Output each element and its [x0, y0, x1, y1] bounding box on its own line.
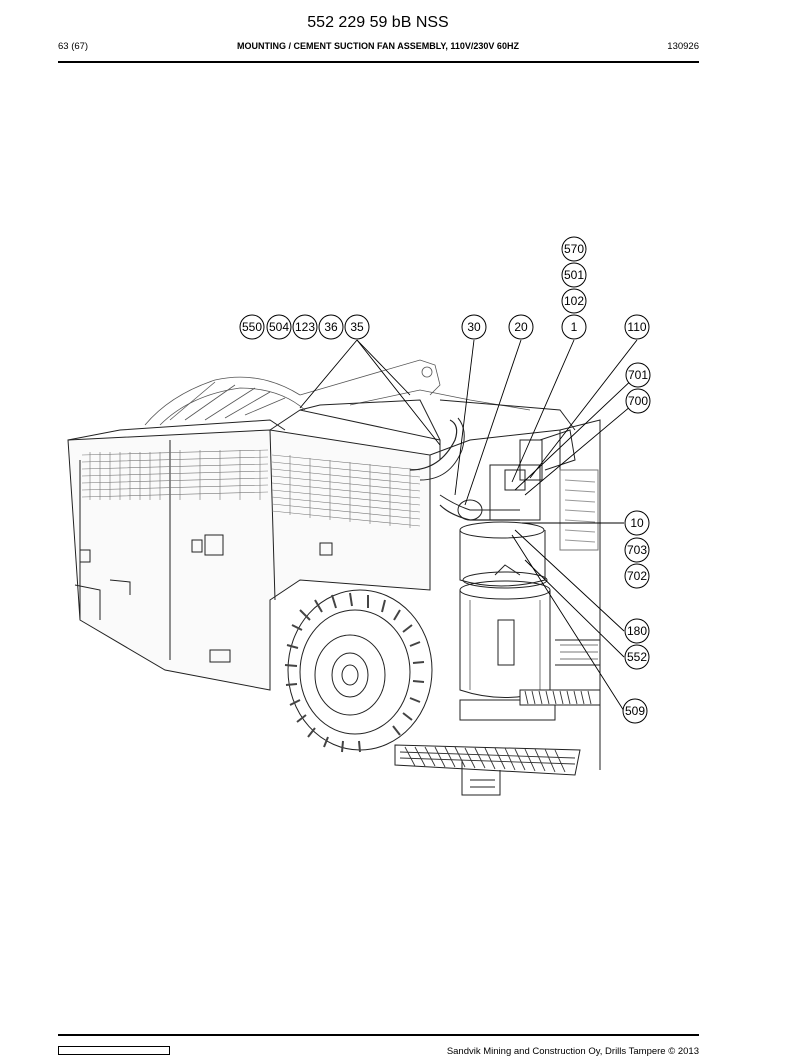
callout-501-circle [561, 262, 587, 288]
page-title: MOUNTING / CEMENT SUCTION FAN ASSEMBLY, … [237, 41, 519, 51]
callout-550: 550 [242, 320, 262, 334]
callout-20-circle [508, 314, 534, 340]
callout-123-circle [292, 314, 318, 340]
access-steps [394, 639, 601, 796]
callouts [239, 236, 651, 724]
callout-123: 123 [295, 320, 315, 334]
callout-702: 702 [627, 569, 647, 583]
machine-body [67, 399, 441, 691]
suction-fan-assembly [409, 417, 576, 721]
callout-102: 102 [564, 294, 584, 308]
callout-570: 570 [564, 242, 584, 256]
callout-110-circle [624, 314, 650, 340]
callout-35-circle [344, 314, 370, 340]
header-rule [58, 61, 699, 63]
callout-180: 180 [627, 624, 647, 638]
callout-509: 509 [625, 704, 645, 718]
callout-180-circle [624, 618, 650, 644]
callout-700-circle [625, 388, 651, 414]
page-header: 63 (67) MOUNTING / CEMENT SUCTION FAN AS… [58, 41, 699, 55]
callout-509-circle [622, 698, 648, 724]
callout-35: 35 [350, 320, 364, 334]
callout-20: 20 [514, 320, 528, 334]
callout-1: 1 [571, 320, 578, 334]
callout-10: 10 [630, 516, 644, 530]
copyright-text: Sandvik Mining and Construction Oy, Dril… [446, 1046, 699, 1057]
callout-36-circle [318, 314, 344, 340]
footer-rule [58, 1034, 699, 1036]
page-number: 63 (67) [58, 41, 89, 52]
callout-1-circle [561, 314, 587, 340]
callout-10-circle [624, 510, 650, 536]
document-number: 552 229 59 bB NSS [307, 14, 449, 31]
callout-30-circle [461, 314, 487, 340]
leader-lines [299, 339, 638, 712]
callout-504-circle [266, 314, 292, 340]
sandvik-logo [58, 1046, 170, 1055]
boom-structure [144, 359, 531, 426]
callout-552: 552 [627, 650, 647, 664]
frame-structure [429, 399, 601, 770]
callout-701: 701 [628, 368, 648, 382]
callout-703: 703 [627, 543, 647, 557]
callout-570-circle [561, 236, 587, 262]
callout-701-circle [625, 362, 651, 388]
callout-30: 30 [467, 320, 481, 334]
document-date: 130926 [667, 41, 699, 52]
page-footer: Sandvik Mining and Construction Oy, Dril… [58, 1046, 699, 1058]
wheel [284, 589, 433, 753]
callout-700: 700 [628, 394, 648, 408]
callout-110: 110 [627, 320, 646, 334]
callout-501: 501 [564, 268, 584, 282]
callout-504: 504 [269, 320, 289, 334]
callout-552-circle [624, 644, 650, 670]
callout-102-circle [561, 288, 587, 314]
callout-550-circle [239, 314, 265, 340]
callout-703-circle [624, 537, 650, 563]
callout-702-circle [624, 563, 650, 589]
callout-36: 36 [324, 320, 338, 334]
